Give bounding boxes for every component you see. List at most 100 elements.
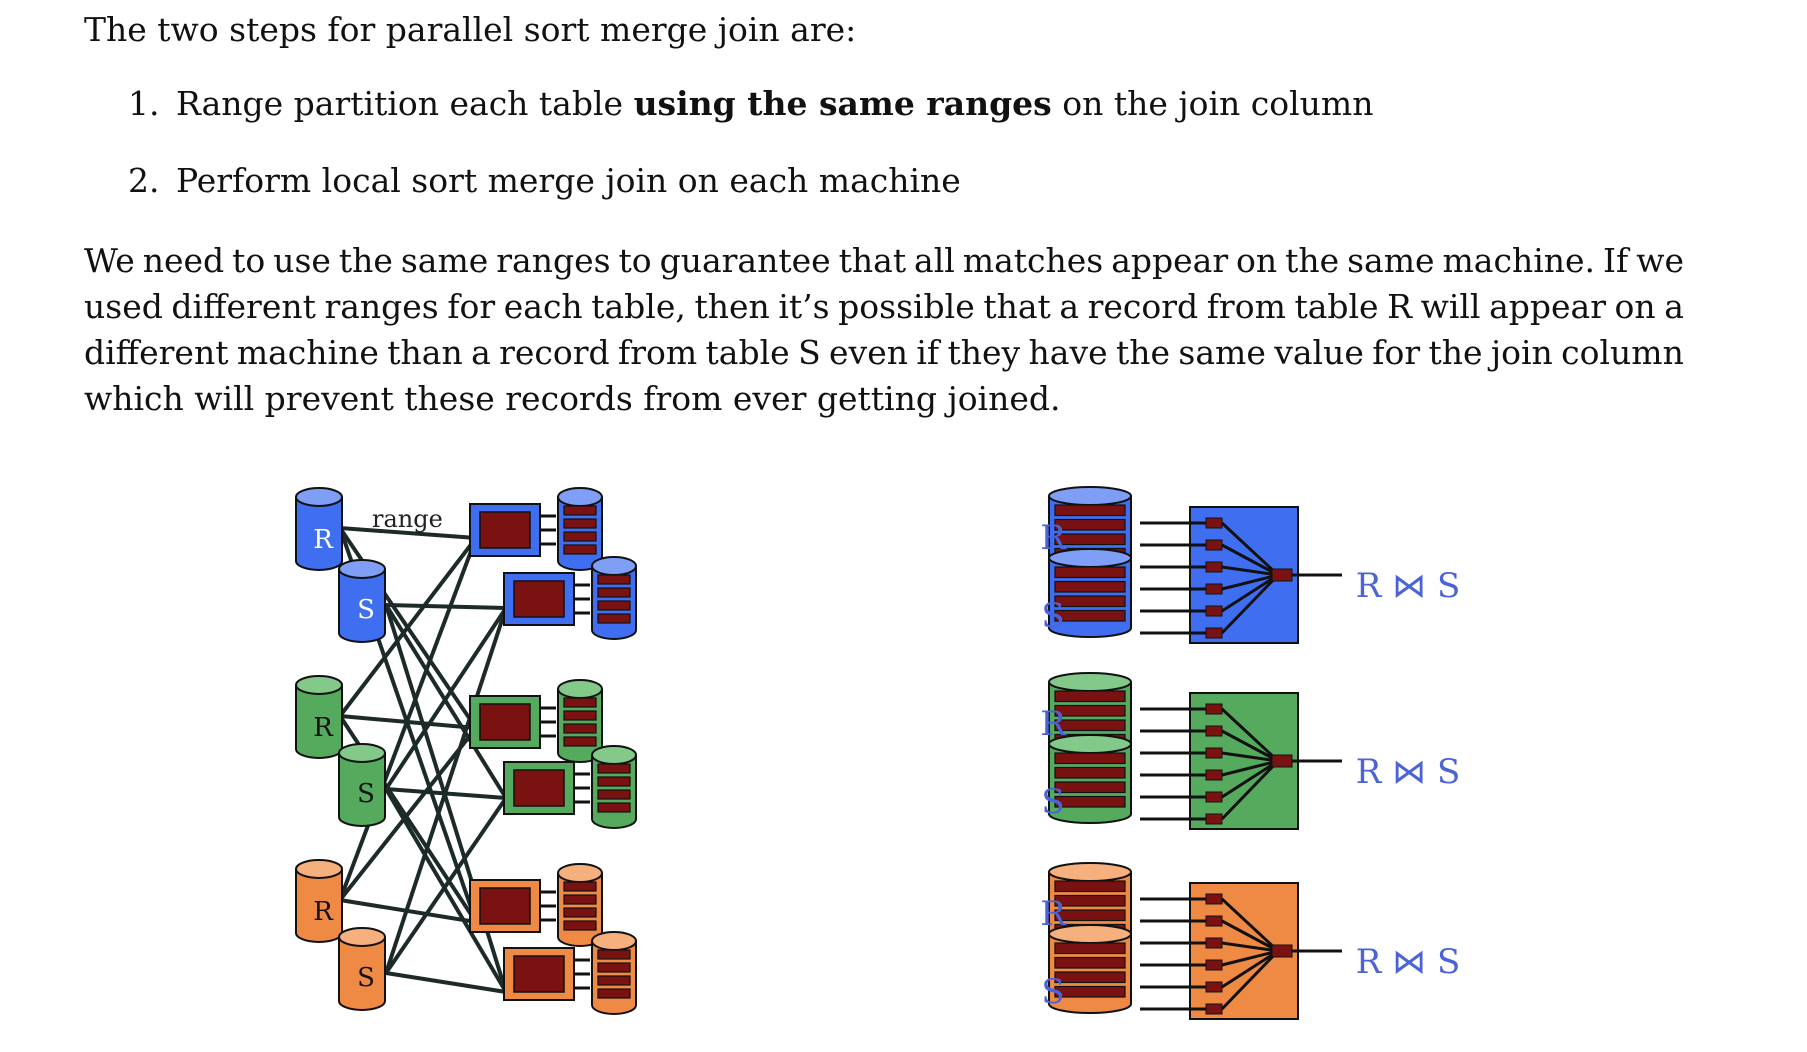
r-label: R [1040, 704, 1067, 744]
buffer [1205, 561, 1223, 573]
partition-line [385, 603, 507, 610]
buffer [1205, 627, 1223, 639]
merge-wire [1221, 759, 1279, 777]
page-block [1054, 766, 1126, 779]
page-block [563, 894, 597, 905]
buffer [1205, 959, 1223, 971]
page-block [1054, 880, 1126, 893]
partition-line [384, 787, 508, 994]
table-r-orange [295, 859, 343, 943]
partition-line [385, 971, 507, 994]
machine-green [469, 695, 556, 749]
machine-blue [469, 503, 556, 557]
page-block [1054, 518, 1126, 531]
sorted-s-orange [1048, 924, 1132, 1014]
merge-wire [1221, 729, 1279, 763]
merge-wire [1220, 521, 1280, 577]
join-node-orange: RSR ⋈ S [1040, 862, 1461, 1020]
step-number: 1. [128, 84, 160, 123]
join-result-label: R ⋈ S [1356, 752, 1461, 792]
paragraph-line: which will prevent these records from ev… [84, 379, 1061, 418]
intro-text: The two steps for parallel sort merge jo… [84, 10, 857, 49]
table-r-blue [295, 487, 343, 571]
page-block [1054, 719, 1126, 732]
partition-line [338, 726, 478, 902]
buffer [1205, 937, 1223, 949]
page-block [597, 600, 631, 611]
output-buffer [1271, 568, 1293, 582]
page-block [563, 710, 597, 721]
table-s-green [338, 743, 386, 827]
table-r-label: R [313, 897, 334, 927]
merge-wire [1220, 949, 1280, 1011]
merge-wire [1220, 759, 1280, 821]
partition-line [339, 526, 477, 540]
page-block [563, 881, 597, 892]
page-block [1054, 504, 1126, 517]
merge-wire [1221, 751, 1279, 763]
page-block [563, 920, 597, 931]
merge-wire [1221, 573, 1279, 613]
join-result-label: R ⋈ S [1356, 566, 1461, 606]
machine-orange [469, 879, 556, 933]
merge-wire [1221, 759, 1279, 799]
page-block [1054, 704, 1126, 717]
buffer [1205, 915, 1223, 927]
partition-line [338, 536, 478, 718]
buffer [1205, 791, 1223, 803]
page-block [1054, 595, 1126, 608]
page-block [1054, 781, 1126, 794]
page-block [1054, 985, 1126, 998]
merge-wire [1221, 941, 1279, 953]
page-block [1054, 690, 1126, 703]
page-block [1054, 971, 1126, 984]
buffer [1205, 747, 1223, 759]
buffer [1205, 517, 1223, 529]
page-block [1054, 566, 1126, 579]
sorted-s-blue [1048, 548, 1132, 638]
page-block [1054, 909, 1126, 922]
table-s-label: S [357, 779, 375, 809]
page-block [597, 587, 631, 598]
step-text-before: Perform local sort merge join on each ma… [176, 161, 961, 200]
merge-wire [1221, 949, 1279, 967]
partition-line [338, 537, 478, 901]
join-result-label: R ⋈ S [1356, 942, 1461, 982]
output-buffer [1271, 754, 1293, 768]
page-block [597, 574, 631, 585]
buffer [1205, 813, 1223, 825]
machine-orange [503, 947, 590, 1001]
storage-orange [557, 863, 603, 947]
range-label: range [372, 505, 443, 533]
page-block [597, 763, 631, 774]
join-node-green: RSR ⋈ S [1040, 672, 1461, 830]
page-block [563, 505, 597, 516]
merge-wire [1221, 919, 1279, 953]
partition-line [339, 898, 477, 924]
merge-wire [1220, 897, 1280, 953]
page-block [597, 949, 631, 960]
output-buffer [1271, 944, 1293, 958]
storage-blue [557, 487, 603, 571]
page-block [1054, 752, 1126, 765]
page-block [563, 736, 597, 747]
merge-wire [1221, 565, 1279, 577]
page-block [597, 776, 631, 787]
table-r-label: R [313, 713, 334, 743]
buffer [1205, 1003, 1223, 1015]
partition-line [384, 606, 508, 791]
page-block [597, 962, 631, 973]
buffer [1205, 583, 1223, 595]
storage-green [591, 745, 637, 829]
page-block [1054, 894, 1126, 907]
page-block [563, 518, 597, 529]
storage-orange [591, 931, 637, 1015]
buffer [1205, 725, 1223, 737]
merge-wire [1220, 573, 1280, 635]
step-text-bold: using the same ranges [633, 84, 1052, 123]
